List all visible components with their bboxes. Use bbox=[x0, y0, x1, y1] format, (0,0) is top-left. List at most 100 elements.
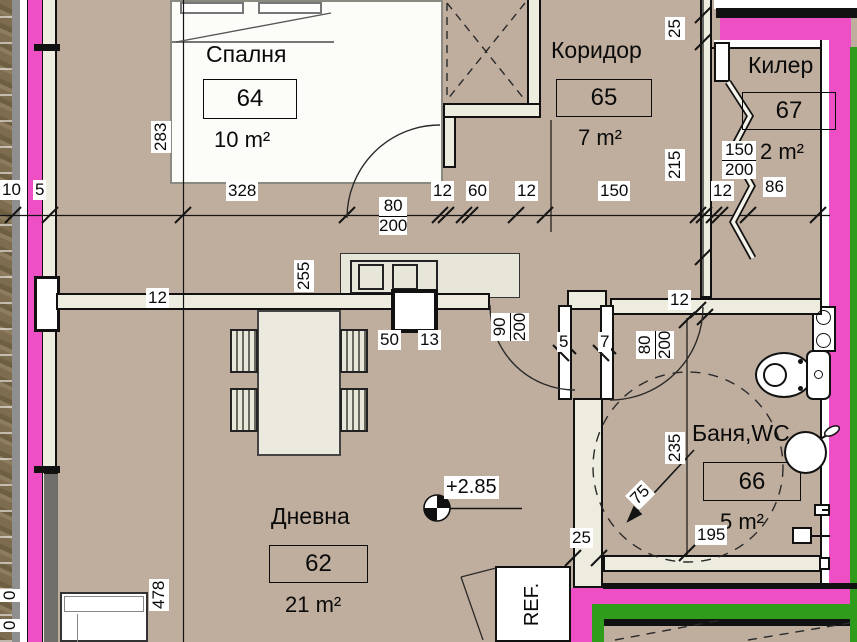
dim-50: 50 bbox=[378, 330, 401, 350]
facade-green-leg bbox=[592, 604, 604, 642]
wall-gray-layer bbox=[12, 0, 20, 642]
dim-10: 10 bbox=[0, 180, 23, 200]
neighbor-wall-line-bottom bbox=[604, 619, 857, 626]
dim-13: 13 bbox=[418, 330, 441, 350]
fridge-label: REF. bbox=[521, 582, 544, 626]
neighbor-floor-bottom bbox=[604, 626, 857, 642]
wall-white-gap bbox=[20, 0, 27, 642]
dim-12-wall: 12 bbox=[146, 288, 169, 308]
dim-215: 215 bbox=[665, 148, 685, 181]
dim-12: 12 bbox=[711, 181, 734, 201]
dim-door-bedroom-height: 200 bbox=[379, 215, 408, 235]
bed-pillow-left bbox=[180, 2, 244, 14]
dim-door-living: 90 200 bbox=[490, 312, 530, 341]
dining-table bbox=[257, 310, 341, 456]
room-name-bath: Баня,WC bbox=[692, 420, 790, 446]
dim-235: 235 bbox=[665, 431, 685, 464]
room-area-living: 21 m² bbox=[285, 592, 342, 617]
shaft-wall-right bbox=[527, 0, 541, 118]
dim-12: 12 bbox=[515, 181, 538, 201]
bottom-heavy-wall-line bbox=[603, 583, 857, 589]
dim-jamb-5: 5 bbox=[557, 332, 571, 352]
dim-25-top: 25 bbox=[665, 17, 685, 40]
door-stub-wall bbox=[567, 290, 607, 310]
dim-255: 255 bbox=[294, 259, 314, 292]
fridge: REF. bbox=[495, 566, 571, 642]
toilet-bolt bbox=[798, 359, 803, 364]
sofa-arm bbox=[64, 614, 78, 642]
chair bbox=[230, 388, 258, 432]
door-jamb-right bbox=[600, 305, 614, 400]
room-area-bedroom: 10 m² bbox=[214, 127, 271, 152]
living-bath-wall bbox=[573, 398, 603, 588]
dim-12-bath: 12 bbox=[668, 290, 691, 310]
dim-door-living-width: 90 bbox=[490, 312, 511, 341]
bath-south-wall bbox=[603, 555, 821, 572]
washing-machine-drum-bottom bbox=[816, 333, 831, 348]
room-number-living: 62 bbox=[269, 545, 368, 583]
dim-328: 328 bbox=[226, 181, 259, 201]
toilet-bowl-inner bbox=[763, 363, 787, 387]
chair bbox=[230, 329, 258, 373]
wash-basin bbox=[784, 431, 827, 474]
bath-north-wall bbox=[610, 298, 822, 315]
top-right-outside bbox=[714, 0, 857, 9]
closet-top-gap bbox=[714, 40, 845, 48]
washing-machine-drum-top bbox=[816, 310, 831, 325]
dim-door-closet-height: 200 bbox=[725, 159, 754, 179]
neighbor-wall-dark bbox=[44, 468, 58, 642]
room-name-closet: Килер bbox=[748, 52, 814, 78]
dim-283: 283 bbox=[151, 120, 171, 153]
bed-pillow-right bbox=[258, 2, 322, 14]
room-name-corridor: Коридор bbox=[551, 37, 642, 63]
closet-top-line bbox=[712, 47, 820, 49]
chair bbox=[340, 388, 368, 432]
top-right-wall-black bbox=[716, 8, 857, 18]
room-area-closet: 2 m² bbox=[760, 139, 804, 164]
door-jamb-left bbox=[558, 305, 572, 400]
closet-door-frame bbox=[714, 42, 730, 82]
dim-150: 150 bbox=[598, 181, 631, 201]
dim-75-radius: 75 bbox=[625, 479, 656, 510]
stove-burner-right bbox=[392, 264, 418, 290]
plumbing-riser bbox=[792, 527, 812, 544]
corridor-closet-wall bbox=[700, 0, 712, 298]
level-mark-label: +2.85 bbox=[444, 476, 499, 499]
toilet-bolt bbox=[798, 386, 803, 391]
stove-burner-left bbox=[358, 264, 384, 290]
dim-door-bedroom-width: 80 bbox=[379, 196, 408, 217]
dim-door-bath: 80 200 bbox=[635, 330, 675, 359]
insulation-strip-right bbox=[829, 40, 851, 592]
stone-facade-texture bbox=[0, 0, 12, 642]
dim-cut-a: 0 bbox=[0, 588, 20, 602]
sofa bbox=[60, 592, 148, 642]
facade-green-band bbox=[592, 604, 857, 619]
room-number-bath: 66 bbox=[703, 462, 801, 501]
toilet-tank-button bbox=[814, 370, 823, 379]
dim-478: 478 bbox=[149, 578, 169, 611]
room-name-living: Дневна bbox=[271, 503, 350, 529]
plumbing-riser bbox=[814, 504, 830, 516]
room-area-corridor: 7 m² bbox=[578, 125, 622, 150]
sofa-back bbox=[64, 596, 144, 612]
dim-5: 5 bbox=[33, 180, 47, 200]
shaft-wall-leg bbox=[443, 116, 456, 168]
shaft-cross-dashed bbox=[446, 2, 526, 101]
dim-door-closet: 150 200 bbox=[722, 140, 757, 180]
dim-12: 12 bbox=[431, 181, 454, 201]
dim-86: 86 bbox=[763, 177, 786, 197]
dim-door-bedroom: 80 200 bbox=[379, 196, 408, 236]
neighbor-wall-cap bbox=[44, 468, 58, 474]
dim-door-bath-width: 80 bbox=[635, 330, 656, 359]
dim-25-wall: 25 bbox=[570, 528, 593, 548]
room-number-bedroom: 64 bbox=[203, 79, 297, 119]
room-number-corridor: 65 bbox=[556, 79, 652, 117]
wall-joint-bar-top bbox=[34, 44, 60, 51]
shaft-wall-bottom bbox=[443, 103, 541, 118]
room-number-closet: 67 bbox=[742, 92, 836, 130]
fridge-door-swing bbox=[460, 567, 497, 641]
facade-green-strip-right bbox=[850, 47, 857, 642]
dim-jamb-7: 7 bbox=[598, 332, 612, 352]
dim-door-bath-height: 200 bbox=[654, 330, 674, 359]
